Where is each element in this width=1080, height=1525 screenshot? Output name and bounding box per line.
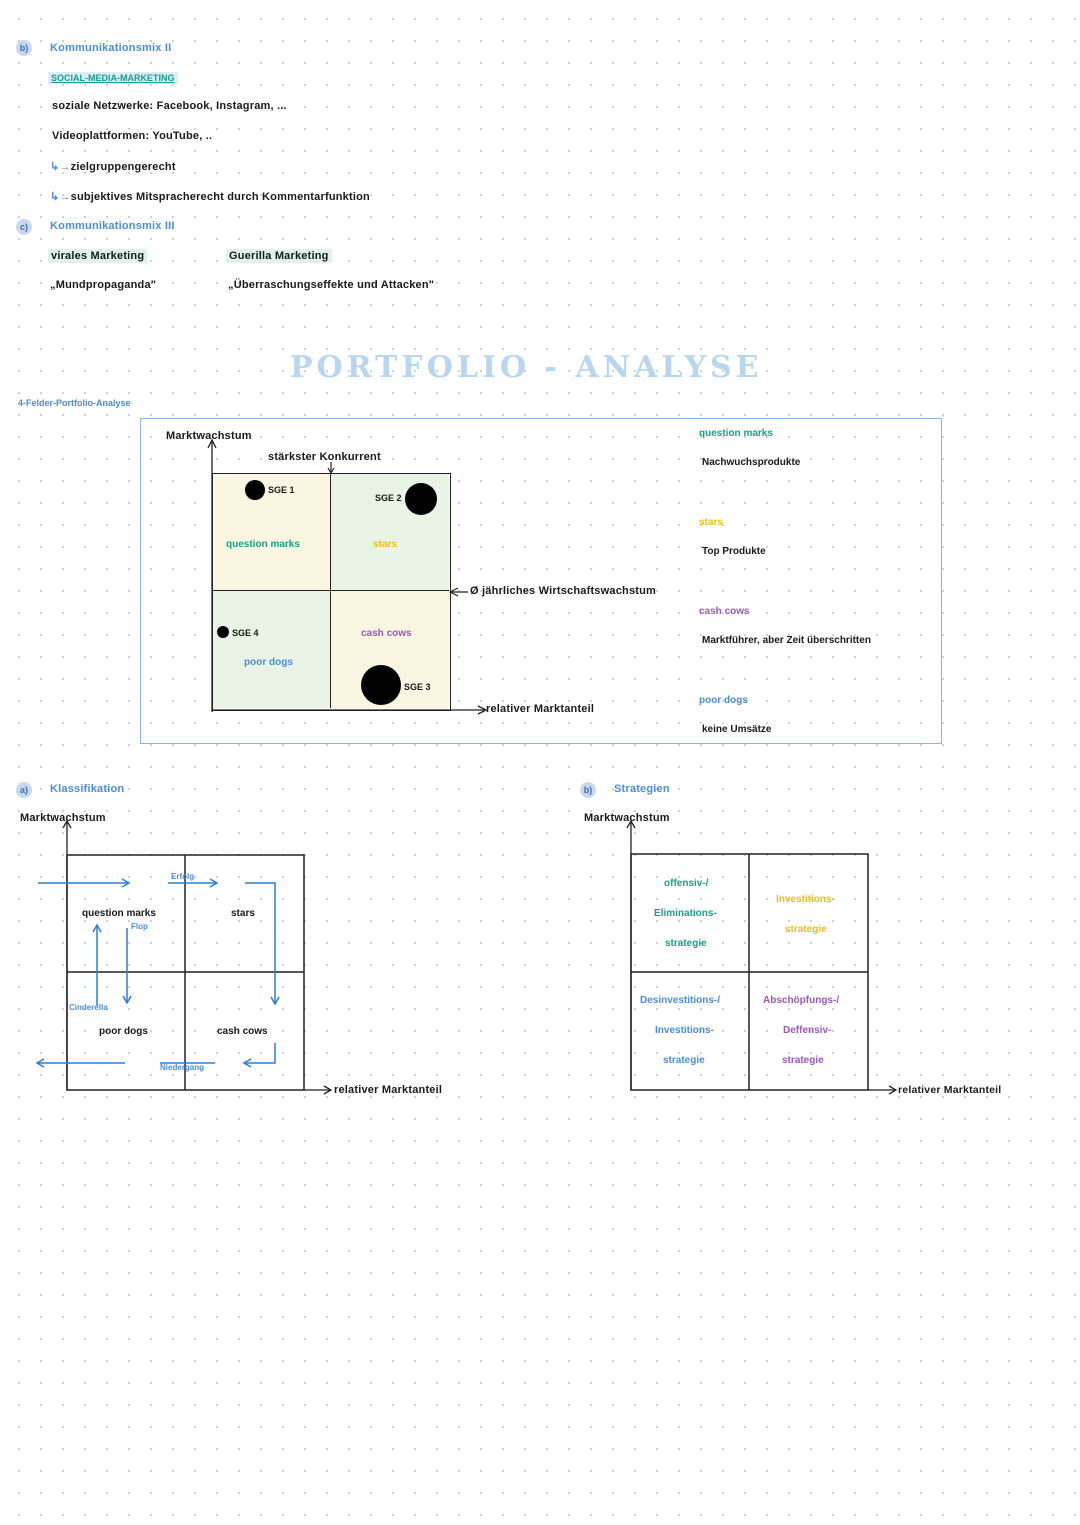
page-title: PORTFOLIO - ANALYSE xyxy=(290,350,763,385)
arrow-right-icon: ↳→ xyxy=(50,191,71,203)
section-heading: Klassifikation xyxy=(50,783,125,795)
growth-label: Ø jährliches Wirtschaftswachstum xyxy=(470,585,657,597)
sge-label: SGE 2 xyxy=(375,493,402,503)
klassifikation-diagram xyxy=(35,819,305,1091)
subheading: SOCIAL-MEDIA-MARKETING xyxy=(48,72,178,84)
strategy-line: Deffensiv- xyxy=(783,1025,832,1036)
x-axis-label: relativer Marktanteil xyxy=(898,1084,1002,1096)
section-label: 4-Felder-Portfolio-Analyse xyxy=(18,398,131,408)
text-line: Videoplattformen: YouTube, .. xyxy=(52,130,213,142)
section-marker: b) xyxy=(16,40,32,56)
legend-desc: Nachwuchsprodukte xyxy=(702,457,801,468)
section-marker: a) xyxy=(16,782,32,798)
sge-dot xyxy=(245,480,265,500)
sge-dot xyxy=(361,665,401,705)
legend-title: question marks xyxy=(699,428,773,439)
section-heading: Kommunikationsmix III xyxy=(50,220,175,232)
strategien-diagram xyxy=(626,819,898,1095)
portfolio-frame xyxy=(140,418,942,744)
sge-label: SGE 4 xyxy=(232,628,259,638)
section-marker: b) xyxy=(580,782,596,798)
x-axis-label: relativer Marktanteil xyxy=(486,703,595,715)
sge-label: SGE 3 xyxy=(404,682,431,692)
section-marker: c) xyxy=(16,219,32,235)
cell-poor-dogs xyxy=(213,591,331,708)
flow-label: Niedergang xyxy=(160,1063,205,1072)
cell-label-stars: stars xyxy=(373,539,397,550)
cell-label-question-marks: question marks xyxy=(226,539,300,550)
sge-label: SGE 1 xyxy=(268,485,295,495)
y-axis-label: Marktwachstum xyxy=(20,812,106,824)
strategy-line: strategie xyxy=(665,938,707,949)
strategy-line: strategie xyxy=(663,1055,705,1066)
portfolio-matrix xyxy=(212,473,451,711)
legend-title: cash cows xyxy=(699,606,750,617)
legend-title: poor dogs xyxy=(699,695,748,706)
text-line: soziale Netzwerke: Facebook, Instagram, … xyxy=(52,100,287,112)
strategy-line: Desinvestitions-/ xyxy=(640,995,721,1006)
legend-desc: keine Umsätze xyxy=(702,724,772,735)
strategy-line: Eliminations- xyxy=(654,908,717,919)
cell-label: question marks xyxy=(82,908,156,919)
strategy-line: Investitions- xyxy=(655,1025,714,1036)
viral-desc: „Mundpropaganda" xyxy=(50,279,157,291)
top-label: stärkster Konkurrent xyxy=(268,451,381,463)
y-axis-label: Marktwachstum xyxy=(166,430,252,442)
sge-dot xyxy=(217,626,229,638)
text-line: ↳→subjektives Mitspracherecht durch Komm… xyxy=(50,191,370,203)
cell-label: poor dogs xyxy=(99,1026,148,1037)
cell-question-marks xyxy=(213,474,331,591)
legend-desc: Marktführer, aber Zeit überschritten xyxy=(702,635,871,646)
x-axis-label: relativer Marktanteil xyxy=(334,1084,443,1096)
cell-label: cash cows xyxy=(217,1026,268,1037)
legend-desc: Top Produkte xyxy=(702,546,766,557)
cell-label-poor-dogs: poor dogs xyxy=(244,657,293,668)
viral-label: virales Marketing xyxy=(48,249,148,263)
guerilla-desc: „Überraschungseffekte und Attacken" xyxy=(228,279,435,291)
strategy-line: offensiv-/ xyxy=(664,878,709,889)
legend-title: stars xyxy=(699,517,723,528)
guerilla-label: Guerilla Marketing xyxy=(226,249,332,263)
section-heading: Strategien xyxy=(614,783,670,795)
x-axis-arrow xyxy=(304,1085,333,1095)
flow-label: Erfolg xyxy=(171,872,195,881)
flow-label: Cinderella xyxy=(69,1003,108,1012)
strategy-line: Investitions- xyxy=(776,894,835,905)
sge-dot xyxy=(405,483,437,515)
text-line: ↳→zielgruppengerecht xyxy=(50,161,176,173)
cell-label-cash-cows: cash cows xyxy=(361,628,412,639)
flow-label: Flop xyxy=(131,922,148,931)
strategy-line: Abschöpfungs-/ xyxy=(763,995,840,1006)
strategy-line: strategie xyxy=(782,1055,824,1066)
section-heading: Kommunikationsmix II xyxy=(50,42,172,54)
strategy-line: strategie xyxy=(785,924,827,935)
y-axis-label: Marktwachstum xyxy=(584,812,670,824)
arrow-right-icon: ↳→ xyxy=(50,161,71,173)
cell-label: stars xyxy=(231,908,255,919)
